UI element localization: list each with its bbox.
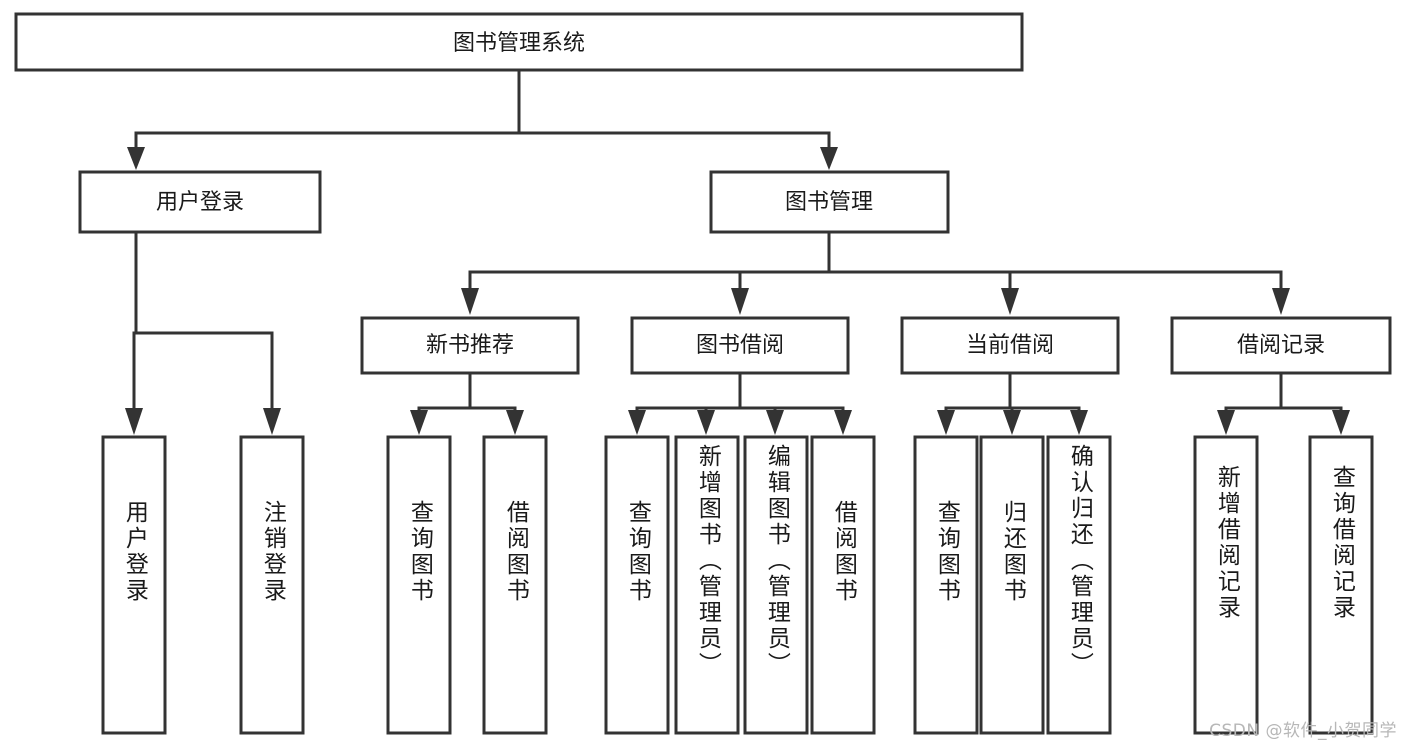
node-box-leaf-confirm-return[interactable] — [1046, 435, 1112, 735]
node-box-user-login[interactable] — [78, 170, 322, 234]
arrow-head-icon — [834, 410, 852, 435]
node-box-book-manage[interactable] — [709, 170, 950, 234]
node-label-root: 图书管理系统 — [453, 31, 585, 56]
arrow-head-icon — [410, 410, 428, 435]
node-label-book-borrow: 图书借阅 — [696, 333, 784, 358]
node-label-borrow-record: 借阅记录 — [1237, 333, 1325, 358]
arrow-head-icon — [937, 410, 955, 435]
node-box-leaf-query-book-3[interactable] — [913, 435, 979, 735]
connector-group-user-login — [125, 230, 281, 435]
arrow-head-icon — [820, 147, 838, 170]
arrow-head-icon — [697, 410, 715, 435]
arrow-head-icon — [1003, 410, 1021, 435]
arrow-head-icon — [461, 288, 479, 315]
node-box-leaf-query-book-2[interactable] — [604, 435, 670, 735]
node-box-leaf-add-record[interactable] — [1193, 435, 1259, 735]
connector-group-root — [127, 68, 838, 170]
node-box-book-borrow[interactable] — [630, 316, 850, 375]
arrow-head-icon — [628, 410, 646, 435]
arrow-head-icon — [1070, 410, 1088, 435]
node-box-current-borrow[interactable] — [900, 316, 1120, 375]
node-box-leaf-logout[interactable] — [239, 435, 305, 735]
connector-group-new-book — [410, 371, 524, 435]
connector-group-record — [1217, 371, 1350, 435]
node-box-borrow-record[interactable] — [1170, 316, 1392, 375]
arrow-head-icon — [766, 410, 784, 435]
node-box-leaf-borrow-book-1[interactable] — [482, 435, 548, 735]
arrow-head-icon — [1332, 410, 1350, 435]
node-box-leaf-add-book[interactable] — [674, 435, 740, 735]
arrow-head-icon — [263, 408, 281, 435]
arrow-head-icon — [506, 410, 524, 435]
node-label-current-borrow: 当前借阅 — [966, 333, 1054, 358]
arrow-head-icon — [1217, 410, 1235, 435]
node-box-leaf-borrow-book-2[interactable] — [810, 435, 876, 735]
node-box-leaf-query-record[interactable] — [1308, 435, 1374, 735]
arrow-head-icon — [127, 147, 145, 170]
node-label-book-manage: 图书管理 — [785, 190, 873, 215]
arrow-head-icon — [1272, 288, 1290, 315]
node-box-leaf-edit-book[interactable] — [743, 435, 809, 735]
node-box-new-book[interactable] — [360, 316, 580, 375]
node-box-leaf-user-login[interactable] — [101, 435, 167, 735]
node-label-new-book: 新书推荐 — [426, 333, 514, 358]
arrow-head-icon — [1001, 288, 1019, 315]
node-box-leaf-return-book[interactable] — [979, 435, 1045, 735]
arrow-head-icon — [125, 408, 143, 435]
node-label-user-login: 用户登录 — [156, 190, 244, 215]
watermark-text: CSDN @软件_小贺同学 — [1209, 721, 1397, 741]
node-box-root[interactable] — [14, 12, 1024, 72]
node-box-leaf-query-book-1[interactable] — [386, 435, 452, 735]
connector-group-current — [937, 371, 1088, 435]
connector-group-book-manage — [461, 230, 1290, 315]
connector-group-borrow — [628, 371, 852, 435]
arrow-head-icon — [731, 288, 749, 315]
